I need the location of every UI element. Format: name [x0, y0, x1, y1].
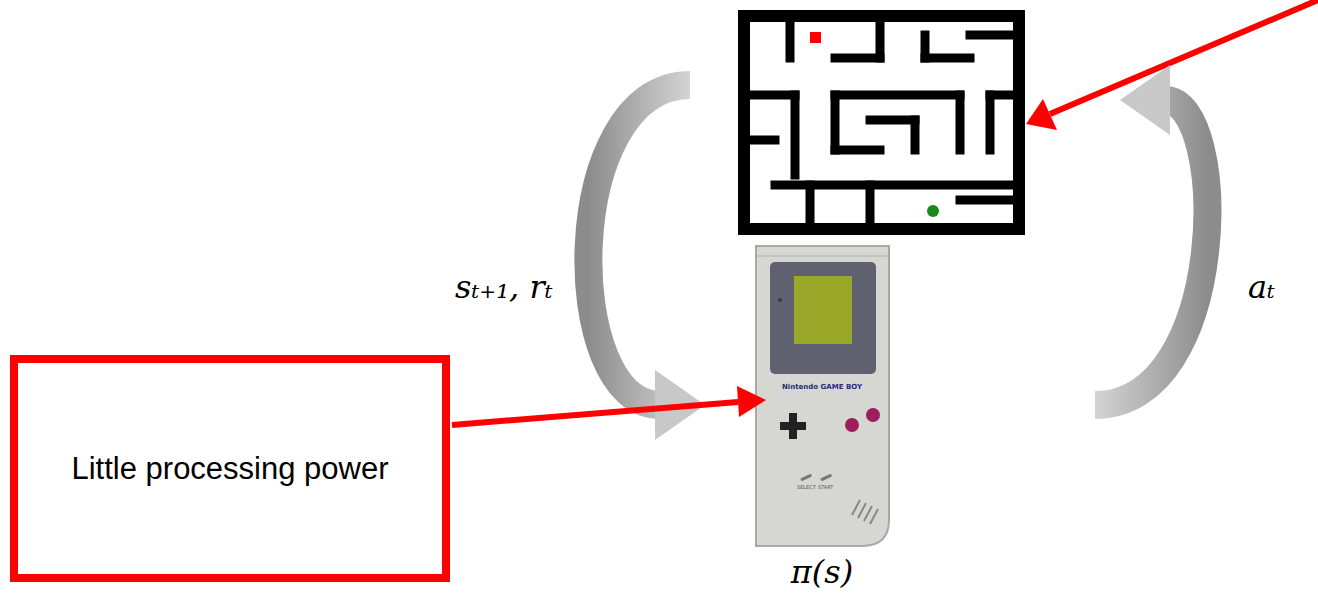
maze: [738, 10, 1025, 235]
text-stack: Little processing power: [71, 448, 388, 490]
cycle-arrow: [588, 85, 705, 440]
gameboy-illustration: [756, 246, 889, 546]
cycle-arrow: [1095, 65, 1207, 405]
action-label: aₜ: [1248, 268, 1275, 306]
button-label: SELECT: [797, 484, 816, 490]
policy-label: π(s): [791, 553, 853, 591]
box-text: Little processing power: [71, 448, 388, 490]
callout-box: Little processing power: [10, 355, 450, 582]
button-label: START: [818, 484, 833, 490]
brand-text: Nintendo GAME BOY: [782, 383, 862, 391]
red-pointer-arrow: [452, 386, 766, 425]
state-reward-label: sₜ₊₁, rₜ: [455, 268, 553, 306]
